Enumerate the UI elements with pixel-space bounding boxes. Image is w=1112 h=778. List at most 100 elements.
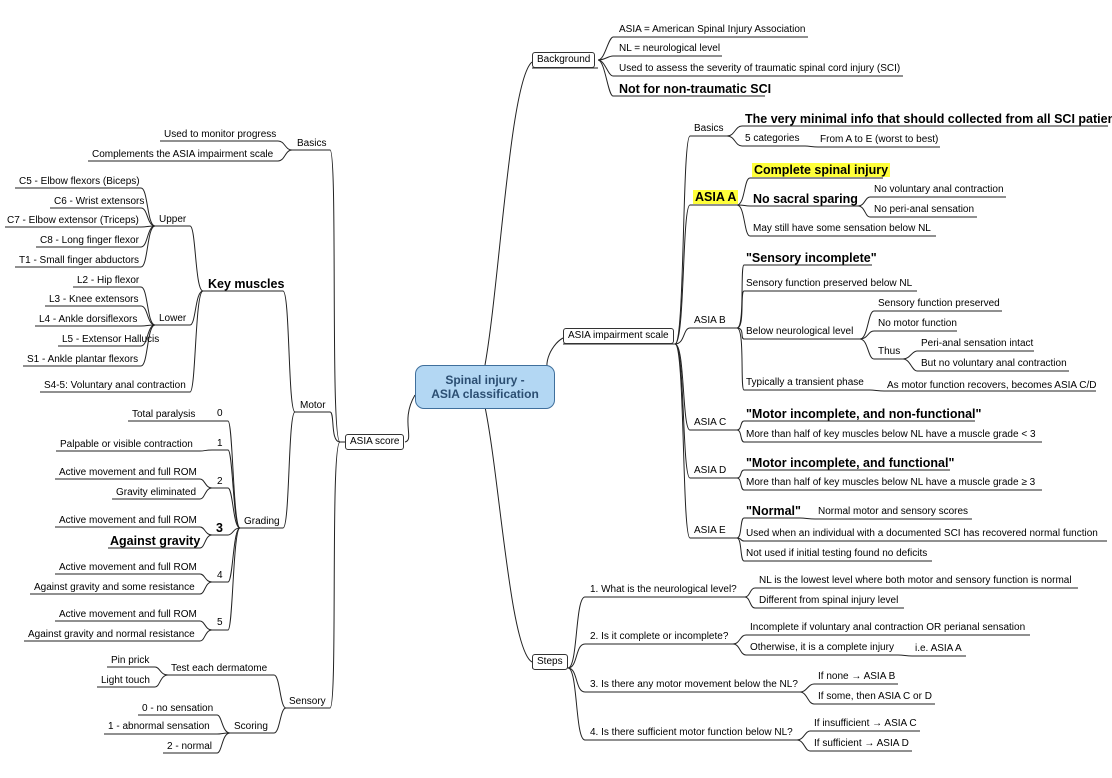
lower-l4: L4 - Ankle dorsiflexors: [39, 314, 138, 325]
asia-d-desc: More than half of key muscles below NL h…: [746, 477, 1036, 488]
sensory-score-2: 2 - normal: [167, 741, 213, 752]
score-basics-node[interactable]: Basics: [297, 138, 327, 149]
asia-a-complete-text: Complete spinal injury: [752, 163, 891, 177]
step-1-answer-1: NL is the lowest level where both motor …: [759, 575, 1072, 586]
upper-t1: T1 - Small finger abductors: [19, 255, 140, 266]
upper-c7: C7 - Elbow extensor (Triceps): [7, 215, 139, 226]
lower-s1: S1 - Ankle plantar flexors: [27, 354, 139, 365]
asia-impairment-scale-node[interactable]: ASIA impairment scale: [563, 328, 674, 344]
step-4-answer-1: If insufficient → ASIA C: [814, 718, 917, 729]
lower-l3: L3 - Knee extensors: [49, 294, 139, 305]
grade-1-desc: Palpable or visible contraction: [60, 439, 193, 450]
asia-e-title: "Normal": [746, 504, 801, 518]
asia-a-no-sacral-sparing: No sacral sparing: [753, 192, 858, 206]
grade-4-desc-b: Against gravity and some resistance: [34, 582, 195, 593]
motor-node[interactable]: Motor: [300, 400, 326, 411]
asia-a-no-anal: No voluntary anal contraction: [874, 184, 1004, 195]
lower-node[interactable]: Lower: [159, 313, 187, 324]
grade-5: 5: [217, 617, 223, 628]
ais-basics-categories-detail: From A to E (worst to best): [820, 134, 939, 145]
step-2-answer-1: Incomplete if voluntary anal contraction…: [750, 622, 1026, 633]
key-muscles-node[interactable]: Key muscles: [208, 277, 285, 291]
grading-node[interactable]: Grading: [244, 516, 280, 527]
asia-b-sp: Sensory function preserved: [878, 298, 1000, 309]
asia-a-complete: Complete spinal injury: [752, 163, 891, 177]
asia-b-sensory: Sensory function preserved below NL: [746, 278, 913, 289]
ais-basics-node[interactable]: Basics: [694, 123, 724, 134]
central-topic-line2: ASIA classification: [431, 387, 539, 401]
grade-5-desc-a: Active movement and full ROM: [59, 609, 197, 620]
asia-e-not: Not used if initial testing found no def…: [746, 548, 928, 559]
central-topic-line1: Spinal injury -: [445, 373, 525, 387]
upper-c6: C6 - Wrist extensors: [54, 196, 145, 207]
asia-c-title: "Motor incomplete, and non-functional": [746, 407, 982, 421]
grade-5-desc-b: Against gravity and normal resistance: [28, 629, 195, 640]
grade-0: 0: [217, 408, 223, 419]
asia-b-nm: No motor function: [878, 318, 957, 329]
sensory-score-0: 0 - no sensation: [142, 703, 214, 714]
asia-a-node[interactable]: ASIA A: [693, 190, 739, 204]
asia-a-may: May still have some sensation below NL: [753, 223, 931, 234]
asia-e-scores: Normal motor and sensory scores: [818, 506, 969, 517]
step-2-question: 2. Is it complete or incomplete?: [590, 631, 729, 642]
asia-c-desc: More than half of key muscles below NL h…: [746, 429, 1036, 440]
asia-b-but: But no voluntary anal contraction: [921, 358, 1067, 369]
step-4-answer-2: If sufficient → ASIA D: [814, 738, 909, 749]
grade-3-desc-a: Active movement and full ROM: [59, 515, 197, 526]
step-2-answer-2: Otherwise, it is a complete injury: [750, 642, 894, 653]
asia-b-title: "Sensory incomplete": [746, 251, 877, 265]
upper-c5: C5 - Elbow flexors (Biceps): [19, 176, 140, 187]
grade-4: 4: [217, 570, 223, 581]
asia-c-node[interactable]: ASIA C: [694, 417, 727, 428]
sensory-scoring: Scoring: [234, 721, 268, 732]
grade-2: 2: [217, 476, 223, 487]
grade-0-desc: Total paralysis: [132, 409, 196, 420]
lower-l2: L2 - Hip flexor: [77, 275, 140, 286]
step-4-question: 4. Is there sufficient motor function be…: [590, 727, 793, 738]
asia-b-transient: Typically a transient phase: [746, 377, 864, 388]
grade-1: 1: [217, 438, 223, 449]
asia-d-title: "Motor incomplete, and functional": [746, 456, 955, 470]
asia-e-used: Used when an individual with a documente…: [746, 528, 1098, 539]
asia-b-thus: Thus: [878, 346, 901, 357]
grade-3-desc-b: Against gravity: [110, 534, 201, 548]
key-muscles-s45: S4-5: Voluntary anal contraction: [44, 380, 186, 391]
step-3-question: 3. Is there any motor movement below the…: [590, 679, 798, 690]
score-basics-complements: Complements the ASIA impairment scale: [92, 149, 274, 160]
step-1-answer-2: Different from spinal injury level: [759, 595, 899, 606]
sensory-pin-prick: Pin prick: [111, 655, 150, 666]
asia-b-below: Below neurological level: [746, 326, 854, 337]
lower-l5: L5 - Extensor Hallucis: [62, 334, 160, 345]
step-3-answer-2: If some, then ASIA C or D: [818, 691, 932, 702]
background-item-use: Used to assess the severity of traumatic…: [619, 63, 901, 74]
asia-b-peri: Peri-anal sensation intact: [921, 338, 1034, 349]
grade-3: 3: [216, 521, 223, 535]
asia-score-node[interactable]: ASIA score: [345, 434, 405, 450]
grade-2-desc-b: Gravity eliminated: [116, 487, 197, 498]
central-topic[interactable]: Spinal injury -ASIA classification: [415, 365, 555, 409]
sensory-node[interactable]: Sensory: [289, 696, 326, 707]
asia-b-recovers: As motor function recovers, becomes ASIA…: [887, 380, 1097, 391]
step-1-question: 1. What is the neurological level?: [590, 584, 737, 595]
sensory-light-touch: Light touch: [101, 675, 150, 686]
sensory-test: Test each dermatome: [171, 663, 268, 674]
background-item-asia: ASIA = American Spinal Injury Associatio…: [619, 24, 806, 35]
background-node[interactable]: Background: [532, 52, 596, 68]
asia-a-label: ASIA A: [693, 190, 739, 204]
grade-2-desc-a: Active movement and full ROM: [59, 467, 197, 478]
ais-basics-categories: 5 categories: [745, 133, 800, 144]
sensory-score-1: 1 - abnormal sensation: [108, 721, 210, 732]
steps-node[interactable]: Steps: [532, 654, 568, 670]
asia-e-node[interactable]: ASIA E: [694, 525, 726, 536]
grade-4-desc-a: Active movement and full ROM: [59, 562, 197, 573]
step-2-answer-3: i.e. ASIA A: [915, 643, 962, 654]
asia-d-node[interactable]: ASIA D: [694, 465, 727, 476]
ais-basics-minimal: The very minimal info that should collec…: [745, 112, 1112, 126]
upper-node[interactable]: Upper: [159, 214, 187, 225]
background-item-not: Not for non-traumatic SCI: [619, 82, 772, 96]
step-3-answer-1: If none → ASIA B: [818, 671, 896, 682]
asia-b-node[interactable]: ASIA B: [694, 315, 726, 326]
score-basics-monitor: Used to monitor progress: [164, 129, 277, 140]
background-item-nl: NL = neurological level: [619, 43, 721, 54]
